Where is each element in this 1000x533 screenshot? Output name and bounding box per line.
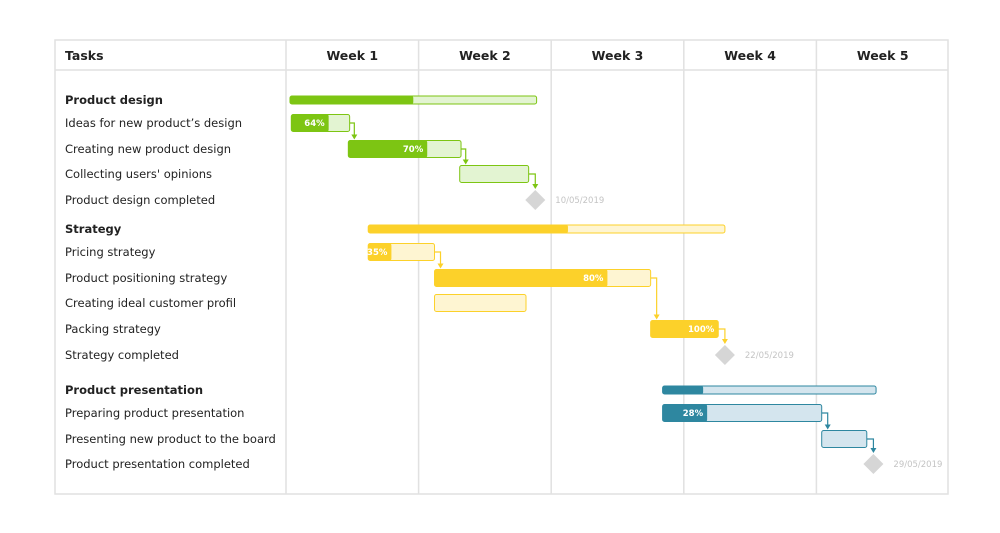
task-label: Packing strategy xyxy=(65,322,161,336)
task-label: Pricing strategy xyxy=(65,245,156,259)
arrow-head xyxy=(870,448,877,453)
week-header: Week 5 xyxy=(857,48,909,63)
week-header: Week 2 xyxy=(459,48,511,63)
arrow-head xyxy=(462,159,469,165)
arrow-head xyxy=(437,263,444,269)
grid-border xyxy=(54,39,949,495)
progress-label: 64% xyxy=(304,119,325,129)
task-label: Strategy completed xyxy=(65,348,179,362)
milestone-diamond xyxy=(863,454,884,474)
progress-label: 70% xyxy=(403,145,424,155)
arrow-head xyxy=(653,314,660,320)
arrow-head xyxy=(824,424,831,430)
dependency-arrow xyxy=(821,412,829,426)
task-bar xyxy=(821,430,868,448)
milestone-diamond xyxy=(714,345,735,365)
milestone-date: 10/05/2019 xyxy=(555,196,604,206)
task-label: Collecting users' opinions xyxy=(65,167,212,181)
dependency-arrow xyxy=(528,173,536,185)
group-progress-fill xyxy=(289,96,414,104)
task-progress-fill xyxy=(434,269,608,287)
task-progress-fill xyxy=(650,320,719,338)
arrow-head xyxy=(721,339,728,344)
progress-label: 80% xyxy=(583,274,604,284)
task-label: Ideas for new product’s design xyxy=(65,116,242,130)
group-label: Product presentation xyxy=(65,383,203,397)
dependency-arrow xyxy=(866,438,875,449)
group-progress-fill xyxy=(368,225,568,233)
dependency-arrow xyxy=(650,277,658,316)
group-label: Strategy xyxy=(65,222,122,236)
task-progress-fill xyxy=(348,140,428,158)
task-label: Product presentation completed xyxy=(65,457,250,471)
group-label: Product design xyxy=(65,93,163,107)
task-label: Creating new product design xyxy=(65,142,231,156)
gantt-grid xyxy=(54,39,949,495)
arrow-head xyxy=(532,184,539,189)
tasks-column-header: Tasks xyxy=(65,48,104,63)
arrow-head xyxy=(351,134,358,140)
progress-label: 100% xyxy=(688,325,715,335)
group-progress-fill xyxy=(662,386,704,394)
task-label: Product positioning strategy xyxy=(65,271,227,285)
task-progress-fill xyxy=(368,243,392,261)
progress-label: 28% xyxy=(683,409,704,419)
week-header: Week 4 xyxy=(724,48,776,63)
week-header: Week 1 xyxy=(326,48,378,63)
progress-label: 35% xyxy=(367,248,388,258)
milestone-date: 29/05/2019 xyxy=(893,460,942,470)
milestone-date: 22/05/2019 xyxy=(745,351,794,361)
task-bar xyxy=(434,294,527,312)
dependency-arrows xyxy=(349,122,877,453)
task-bar xyxy=(459,165,530,183)
task-progress-fill xyxy=(662,404,708,422)
dependency-arrow xyxy=(434,251,442,265)
task-bars: 64% 70% 10/05/2019 35% 80% 100% 22/05/2019 28% 2… xyxy=(289,95,942,474)
milestone-diamond xyxy=(525,190,546,210)
dependency-arrow xyxy=(718,328,726,340)
task-label: Product design completed xyxy=(65,193,215,207)
task-label: Creating ideal customer profil xyxy=(65,296,236,310)
dependency-arrow xyxy=(461,148,467,161)
task-label: Preparing product presentation xyxy=(65,406,244,420)
task-progress-fill xyxy=(291,114,329,132)
task-label: Presenting new product to the board xyxy=(65,432,276,446)
dependency-arrow xyxy=(349,122,355,136)
week-header: Week 3 xyxy=(592,48,644,63)
week-headers: Week 1 Week 2 Week 3 Week 4 Week 5 xyxy=(326,48,908,63)
